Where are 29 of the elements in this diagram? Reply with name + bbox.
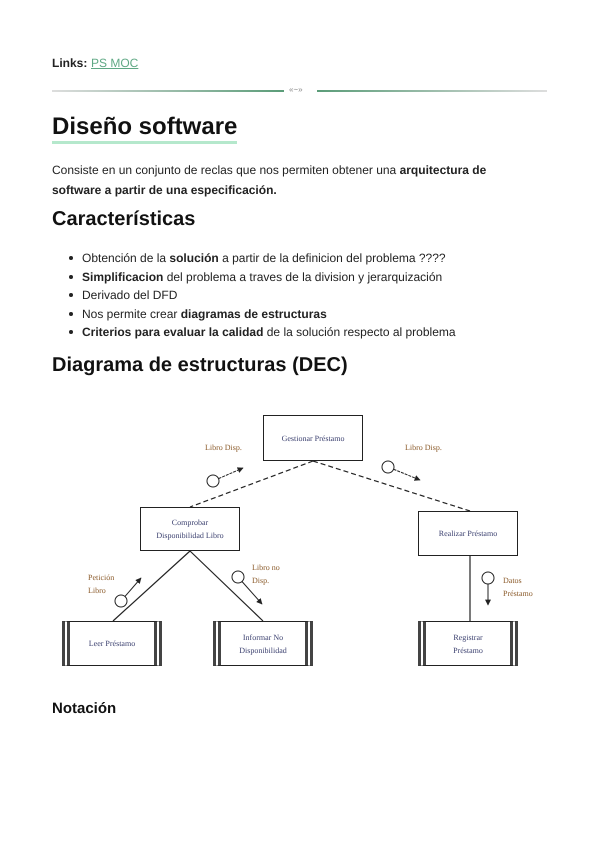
- process-box: Gestionar Préstamo: [263, 415, 363, 461]
- module-box: Leer Préstamo: [62, 621, 162, 666]
- section-heading: Notación: [52, 700, 116, 717]
- connector-line: [190, 550, 264, 622]
- section-heading: Diagrama de estructuras (DEC): [52, 354, 348, 377]
- connector-line: [469, 556, 471, 621]
- edge-label: Libro Disp.: [405, 442, 443, 454]
- paragraph: Consiste en un conjunto de reclas que nos permiten obtener una arquitectura de software a partir de una especificación.: [52, 162, 488, 199]
- edge-label: Libro Disp.: [205, 442, 243, 454]
- edge-label: Datos Préstamo: [503, 575, 534, 600]
- field-label: Links:: [52, 56, 88, 70]
- edge-label: Libro no Disp.: [252, 562, 281, 587]
- bullet-item: Criterios para evaluar la calidad de la solución respecto al problema: [82, 324, 457, 341]
- bullet-item: Obtención de la solución a partir de la definicion del problema ????: [82, 250, 447, 267]
- bullet-item: Derivado del DFD: [82, 287, 178, 304]
- section-heading: Características: [52, 208, 196, 231]
- link: PS MOC: [91, 56, 138, 70]
- bullet-item: Nos permite crear diagramas de estructuras: [82, 306, 328, 322]
- connector-line: [190, 460, 314, 508]
- process-box: Comprobar Disponibilidad Libro: [140, 507, 240, 551]
- divider-ornament: «~»: [289, 85, 303, 94]
- page-title: Diseño software: [52, 113, 238, 144]
- module-box: Informar No Disponibilidad: [213, 621, 313, 666]
- bullet-item: Simplificacion del problema a traves de la division y jerarquización: [82, 268, 444, 286]
- connector-line: [312, 460, 470, 512]
- connector-line: [112, 550, 190, 622]
- edge-label: Petición Libro: [88, 572, 116, 597]
- module-box: Registrar Préstamo: [418, 621, 518, 666]
- process-box: Realizar Préstamo: [418, 511, 518, 556]
